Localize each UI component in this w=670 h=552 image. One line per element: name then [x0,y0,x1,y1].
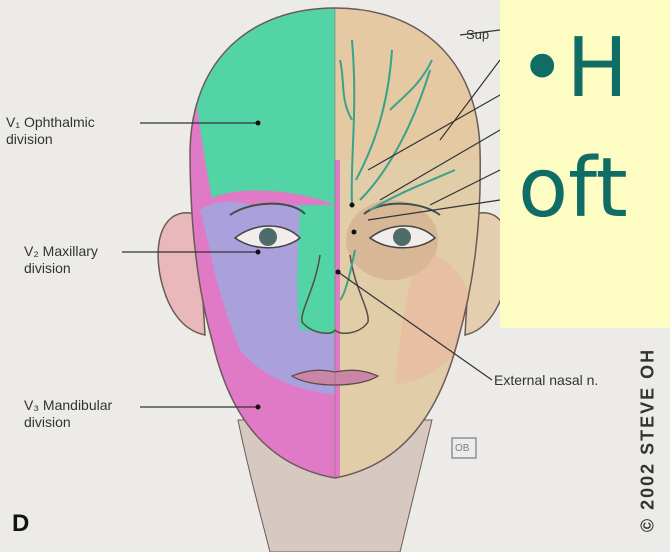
label-top-nerve: Sup [466,26,489,43]
label-external-nasal: External nasal n. [494,372,598,389]
label-mandibular-line1: V₃ Mandibular [24,397,112,414]
label-maxillary-line1: V₂ Maxillary [24,243,98,260]
label-maxillary-line2: division [24,260,98,277]
label-ophthalmic-line2: division [6,131,95,148]
slide-text-overlay: •H oft [500,0,670,328]
label-maxillary: V₂ Maxillary division [24,243,98,277]
copyright-text: © 2002 STEVE OH [638,348,659,532]
copyright-notice: © 2002 STEVE OH [628,330,668,550]
panel-letter: D [12,510,29,538]
slide-text-line1: •H [518,28,628,110]
slide-text-line2: oft [518,148,628,230]
signature-text: OB [455,440,469,457]
label-mandibular: V₃ Mandibular division [24,397,112,431]
label-ophthalmic-line1: V₁ Ophthalmic [6,114,95,131]
label-mandibular-line2: division [24,414,112,431]
label-ophthalmic: V₁ Ophthalmic division [6,114,95,148]
